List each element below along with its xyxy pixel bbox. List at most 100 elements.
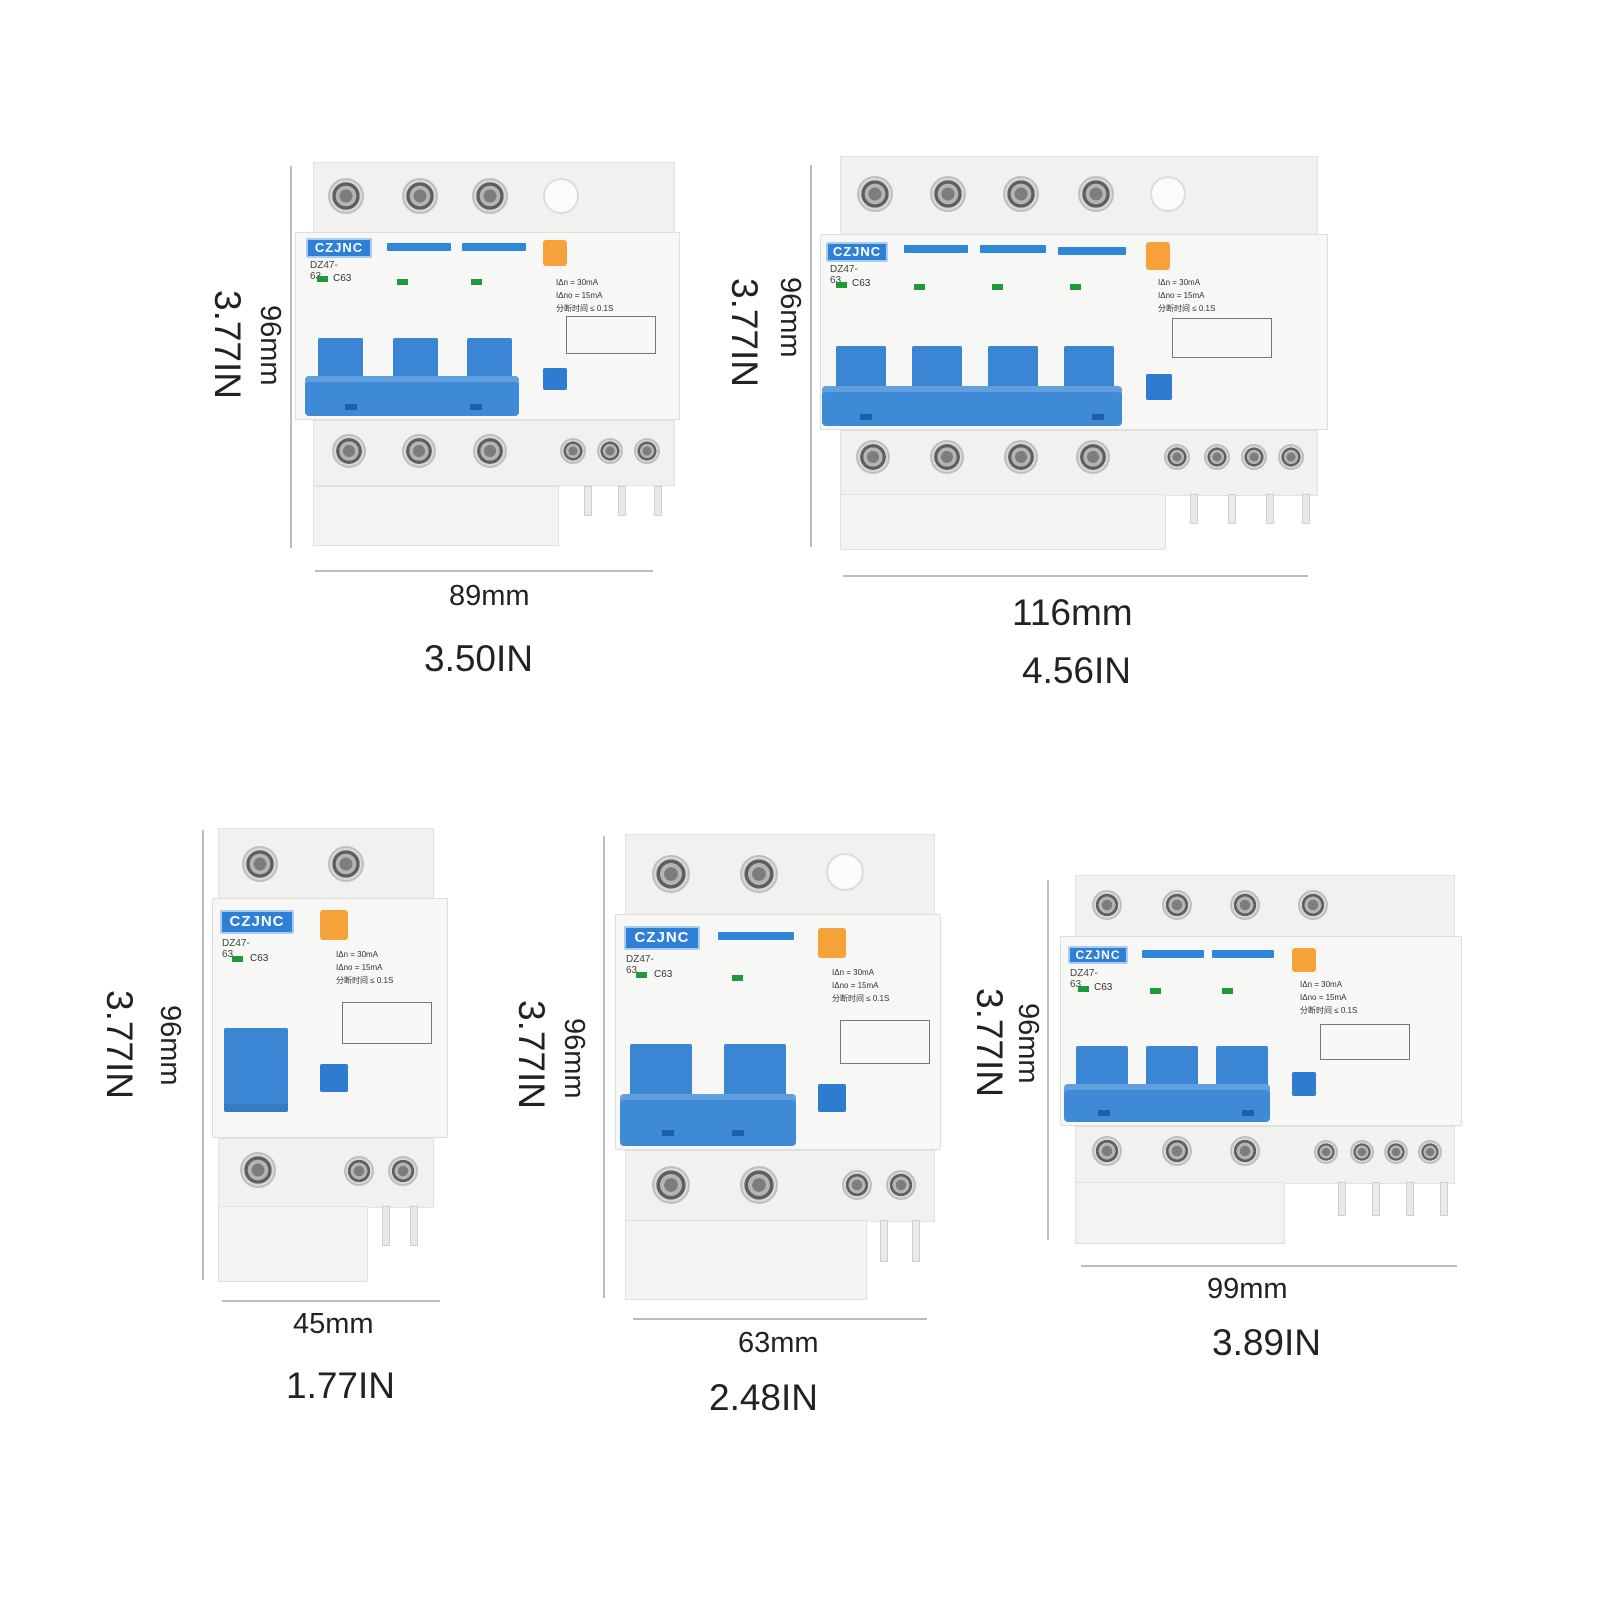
terminal-screw-icon (740, 855, 778, 893)
din-pin (1372, 1182, 1380, 1216)
terminal-screw-icon (402, 434, 436, 468)
indicator (732, 975, 743, 981)
terminal-screw-icon (1204, 444, 1230, 470)
terminal-screw-icon (1003, 176, 1039, 212)
din-pin (912, 1220, 920, 1262)
terminal-screw-icon (560, 438, 586, 464)
reset-button (818, 1084, 846, 1112)
pole-stripe (718, 932, 794, 940)
terminal-screw-icon (332, 434, 366, 468)
din-pin (1190, 494, 1198, 524)
model-text: DZ47-63 (626, 954, 654, 976)
rating-text: C63 (333, 273, 352, 284)
terminal-screw-icon (1278, 444, 1304, 470)
handle-slot (1092, 414, 1104, 420)
circuit-schematic-icon (342, 1002, 432, 1044)
terminal-screw-icon (1078, 176, 1114, 212)
terminal-screw-icon (930, 176, 966, 212)
brand-badge: CZJNC (1068, 946, 1128, 964)
height-dimension-line (1047, 880, 1049, 1240)
terminal-screw-icon (856, 440, 890, 474)
model-text: DZ47-63 (310, 260, 338, 282)
spec-text: IΔn = 30mA IΔno = 15mA 分断时间 ≤ 0.1S (556, 276, 613, 315)
din-pin (1440, 1182, 1448, 1216)
width-in-label: 3.89IN (1212, 1322, 1322, 1363)
model-text: DZ47-63 (222, 938, 250, 960)
terminal-screw-icon (240, 1152, 276, 1188)
spec-line: IΔn = 30mA (832, 968, 875, 977)
rating-text: C63 (250, 953, 269, 964)
indicator (471, 279, 482, 285)
rating-text: C63 (654, 969, 673, 980)
width-dimension-line (843, 575, 1308, 577)
handle-slot (1098, 1110, 1110, 1116)
width-mm-label: 63mm (738, 1327, 819, 1359)
brand-badge: CZJNC (826, 242, 888, 262)
spec-line: 分断时间 ≤ 0.1S (1158, 304, 1216, 313)
height-in-label: 3.77IN (724, 278, 765, 388)
spec-line: IΔn = 30mA (336, 950, 379, 959)
pole-handle (224, 1028, 288, 1112)
width-in-label: 3.50IN (424, 638, 534, 679)
indicator (1222, 988, 1233, 994)
indicator (232, 956, 243, 962)
spec-line: IΔn = 30mA (1300, 980, 1343, 989)
indicator (1150, 988, 1161, 994)
din-base (1075, 1182, 1285, 1244)
din-pin (1406, 1182, 1414, 1216)
height-dimension-line (290, 166, 292, 548)
width-mm-label: 89mm (449, 580, 530, 612)
pole-stripe (904, 245, 968, 253)
handle-slot (345, 404, 357, 410)
height-in-label: 3.77IN (99, 990, 140, 1100)
pole-stripe (980, 245, 1046, 253)
terminal-screw-icon (402, 178, 438, 214)
test-button-icon (543, 240, 567, 266)
height-mm-label: 96mm (1012, 1003, 1044, 1084)
terminal-screw-icon (930, 440, 964, 474)
height-mm-label: 96mm (254, 305, 286, 386)
terminal-screw-icon (1092, 1136, 1122, 1166)
spec-text: IΔn = 30mA IΔno = 15mA 分断时间 ≤ 0.1S (1300, 978, 1357, 1017)
handle-slot (1242, 1110, 1254, 1116)
terminal-screw-icon (328, 846, 364, 882)
spec-line: IΔno = 15mA (1158, 291, 1205, 300)
width-in-label: 2.48IN (709, 1377, 819, 1418)
pole-handle (724, 1044, 786, 1102)
terminal-screw-icon (652, 855, 690, 893)
width-dimension-line (315, 570, 653, 572)
test-button-icon (1292, 948, 1316, 972)
terminal-screw-icon (1092, 890, 1122, 920)
circuit-schematic-icon (840, 1020, 930, 1064)
spec-line: IΔn = 30mA (1158, 278, 1201, 287)
rating-text: C63 (852, 278, 871, 289)
terminal-screw-icon (1298, 890, 1328, 920)
din-pin (1228, 494, 1236, 524)
spec-line: 分断时间 ≤ 0.1S (556, 304, 614, 313)
width-mm-label: 45mm (293, 1308, 374, 1340)
pole-stripe (1212, 950, 1274, 958)
width-dimension-line (1081, 1265, 1457, 1267)
din-pin (1302, 494, 1310, 524)
spec-line: IΔno = 15mA (336, 963, 383, 972)
brand-badge: CZJNC (306, 238, 372, 258)
pole-stripe (387, 243, 451, 251)
din-pin (654, 486, 662, 516)
height-mm-label: 96mm (558, 1018, 590, 1099)
width-mm-label: 99mm (1207, 1273, 1288, 1305)
terminal-screw-icon (886, 1170, 916, 1200)
handle-bar (822, 386, 1122, 426)
indicator (914, 284, 925, 290)
indicator (836, 282, 847, 288)
din-pin (880, 1220, 888, 1262)
reset-button (543, 368, 567, 390)
height-dimension-line (603, 836, 605, 1298)
reset-button (1292, 1072, 1316, 1096)
width-dimension-line (222, 1300, 440, 1302)
din-base (313, 486, 559, 546)
pole-stripe (1142, 950, 1204, 958)
indicator (1078, 986, 1089, 992)
terminal-screw-icon (740, 1166, 778, 1204)
terminal-screw-icon (388, 1156, 418, 1186)
terminal-screw-icon (242, 846, 278, 882)
